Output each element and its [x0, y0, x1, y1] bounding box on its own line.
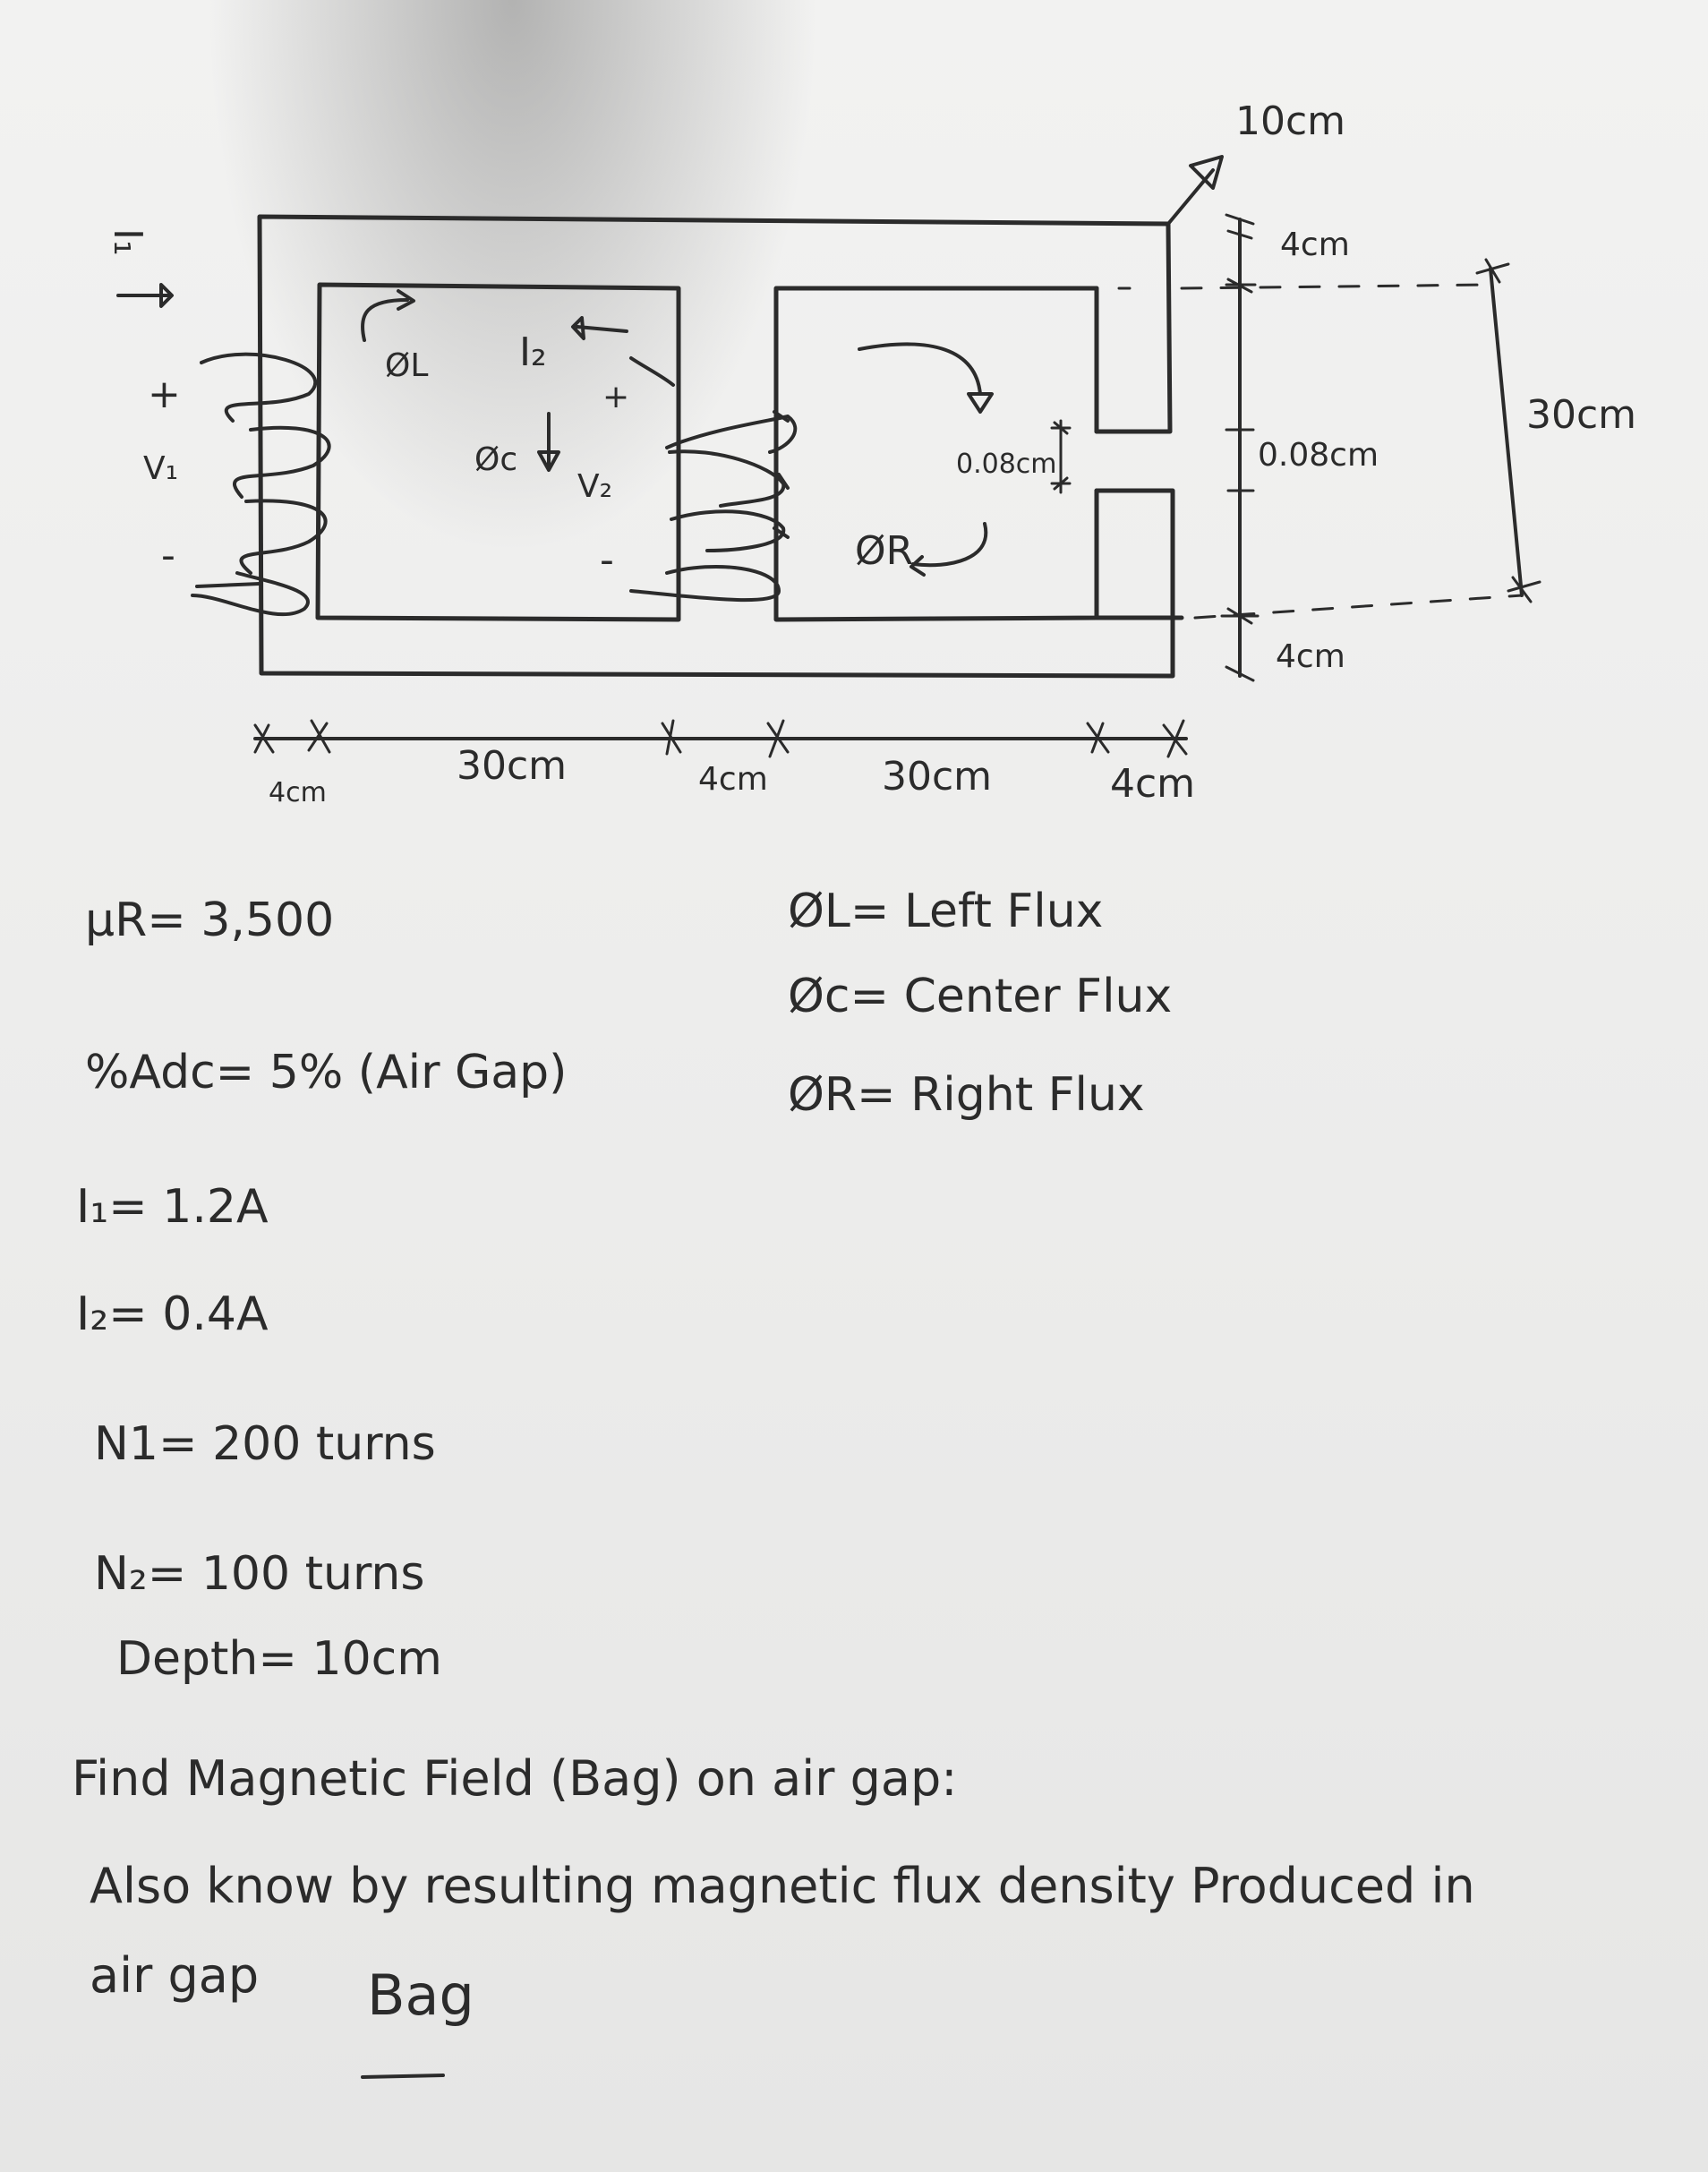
phi-r-arrowhead-top: [967, 392, 994, 414]
dash-bottom: [1193, 594, 1524, 620]
label-bottom-4cm-2: 4cm: [698, 761, 768, 798]
phi-c-arrow: [537, 412, 560, 472]
bottom-tick-5: [1086, 722, 1110, 754]
right-window: [773, 286, 1099, 622]
dim-tick-bottom: [1225, 665, 1255, 682]
label-right-top-4cm: 4cm: [1280, 227, 1350, 263]
dim-30cm-line: [1489, 267, 1524, 597]
label-phi-r: ØR: [855, 528, 913, 574]
bottom-tick-6: [1162, 719, 1188, 758]
label-v2: V₂: [577, 468, 612, 505]
label-bottom-4cm-1: 4cm: [269, 777, 327, 808]
label-minus-left: -: [161, 533, 175, 578]
right-dimensions: [1180, 213, 1541, 682]
label-i2: I₂: [519, 329, 547, 375]
label-phi-l: ØL: [385, 347, 428, 384]
i2-arrow: [571, 316, 628, 340]
legend-center-flux: Øc= Center Flux: [788, 970, 1172, 1023]
param-mu-r: μR= 3,500: [85, 894, 334, 947]
dim-tick-top: [1225, 213, 1255, 240]
dash-top: [1180, 283, 1492, 290]
dim-30cm-bottom-tick: [1507, 576, 1541, 603]
label-depth-10cm: 10cm: [1235, 98, 1345, 144]
answer-underline: [361, 2074, 445, 2079]
left-coil: [191, 352, 331, 617]
param-n1: N1= 200 turns: [94, 1417, 436, 1471]
label-plus-center: +: [602, 379, 629, 415]
param-i2: I₂= 0.4A: [76, 1287, 269, 1341]
param-i1: I₁= 1.2A: [76, 1180, 269, 1234]
label-i1: I₁: [105, 228, 150, 256]
label-gap-inner: 0.08cm: [956, 449, 1057, 480]
problem-line-2: Also know by resulting magnetic flux den…: [90, 1858, 1475, 1914]
phi-r-arrow-bottom: [910, 522, 988, 577]
core-outer-upper: [1094, 221, 1173, 434]
problem-statement: Find Magnetic Field (Bag) on air gap: Al…: [72, 1750, 1475, 2079]
label-right-bottom-4cm: 4cm: [1276, 638, 1345, 675]
param-depth: Depth= 10cm: [116, 1632, 442, 1686]
i1-arrow: [116, 283, 174, 308]
problem-answer-bag: Bag: [367, 1962, 474, 2028]
bottom-tick-3: [661, 719, 682, 756]
flux-arrows: [360, 289, 994, 577]
center-coil: [629, 410, 798, 603]
parameter-list: μR= 3,500 %Adc= 5% (Air Gap) I₁= 1.2A I₂…: [76, 894, 567, 1686]
label-bottom-30cm-2: 30cm: [882, 754, 992, 800]
label-minus-center: -: [600, 537, 614, 583]
legend-right-flux: ØR= Right Flux: [788, 1068, 1145, 1122]
bottom-tick-1: [253, 723, 275, 754]
phi-l-arrowhead: [397, 289, 415, 311]
label-v1: V₁: [143, 450, 178, 487]
bottom-tick-2: [307, 719, 331, 754]
label-bottom-4cm-3: 4cm: [1110, 761, 1195, 807]
magnetic-core: [257, 214, 1184, 679]
i2-lead: [629, 356, 675, 387]
label-phi-c: Øc: [474, 441, 517, 478]
phi-r-arrow-top: [858, 342, 982, 396]
flux-legend: ØL= Left Flux Øc= Center Flux ØR= Right …: [788, 885, 1172, 1122]
dim-30cm-top-tick: [1475, 258, 1510, 284]
depth-arrow: [1166, 155, 1224, 226]
left-window: [315, 282, 681, 622]
inner-gap-dimension: [1050, 419, 1072, 494]
label-plus-left: +: [148, 372, 181, 417]
param-n2: N₂= 100 turns: [94, 1547, 424, 1601]
problem-line-1: Find Magnetic Field (Bag) on air gap:: [72, 1750, 957, 1807]
phi-l-arrow: [360, 298, 409, 342]
label-right-30cm: 30cm: [1526, 392, 1636, 438]
legend-left-flux: ØL= Left Flux: [788, 885, 1103, 938]
bottom-tick-4: [766, 719, 790, 758]
label-gap-right: 0.08cm: [1258, 437, 1379, 474]
param-adc: %Adc= 5% (Air Gap): [85, 1046, 567, 1099]
label-bottom-30cm-1: 30cm: [457, 743, 567, 789]
dim-tick-1: [1225, 278, 1257, 294]
problem-line-3: air gap: [90, 1947, 259, 2004]
bottom-dimensions: [253, 719, 1188, 758]
